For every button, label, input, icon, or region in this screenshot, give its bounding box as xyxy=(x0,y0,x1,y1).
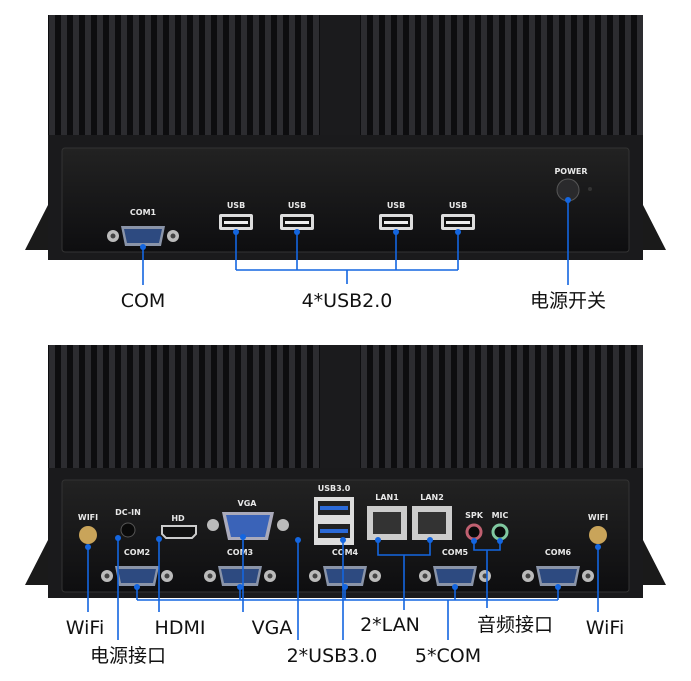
power-label: POWER xyxy=(554,167,587,176)
spk-jack xyxy=(465,523,483,541)
wifi-left-label: WIFI xyxy=(78,513,98,522)
wifi-right-label: WIFI xyxy=(588,513,608,522)
callout-usb3: 2*USB3.0 xyxy=(287,645,378,667)
spk-label: SPK xyxy=(465,511,484,520)
callout-audio: 音频接口 xyxy=(477,614,553,636)
callout-lan: 2*LAN xyxy=(360,614,420,636)
callout-power-switch: 电源开关 xyxy=(530,290,606,312)
com4-label: COM4 xyxy=(332,548,359,557)
wifi-antenna-left xyxy=(79,526,97,544)
hdmi-port xyxy=(161,525,197,539)
usb-port xyxy=(441,214,475,230)
callout-lines xyxy=(85,534,601,640)
usb-port xyxy=(379,214,413,230)
dcin-port xyxy=(120,522,136,538)
callout-lines xyxy=(140,197,571,285)
usb-port xyxy=(219,214,253,230)
com6-label: COM6 xyxy=(545,548,572,557)
com5-label: COM5 xyxy=(442,548,469,557)
usb-label: USB xyxy=(227,201,245,210)
top-device: COM1 USB USB USB USB POWER COM 4*USB2.0 … xyxy=(25,15,666,312)
mic-jack xyxy=(491,523,509,541)
callout-dc-power: 电源接口 xyxy=(90,645,166,667)
vga-label: VGA xyxy=(238,499,258,508)
wifi-antenna-right xyxy=(589,526,607,544)
usb-port xyxy=(280,214,314,230)
hd-label: HD xyxy=(171,514,185,523)
dcin-label: DC-IN xyxy=(115,508,141,517)
lan2-label: LAN2 xyxy=(420,493,444,502)
callout-hdmi: HDMI xyxy=(155,617,206,639)
bottom-device: WIFI DC-IN HD VGA USB3.0 LAN1 LAN2 SPK M… xyxy=(25,345,666,667)
callout-usb2: 4*USB2.0 xyxy=(302,290,393,312)
com2-label: COM2 xyxy=(124,548,150,557)
callout-wifi-left: WiFi xyxy=(66,617,104,639)
front-panel xyxy=(61,147,630,253)
callout-com: 5*COM xyxy=(415,645,481,667)
usb-label: USB xyxy=(288,201,306,210)
com1-label: COM1 xyxy=(130,208,157,217)
callout-vga: VGA xyxy=(252,617,293,639)
vga-port xyxy=(207,512,289,540)
callout-wifi-right: WiFi xyxy=(586,617,624,639)
usb-label: USB xyxy=(387,201,405,210)
callout-com: COM xyxy=(121,290,166,312)
usb3-label: USB3.0 xyxy=(318,484,351,493)
lan1-label: LAN1 xyxy=(375,493,399,502)
usb-label: USB xyxy=(449,201,467,210)
usb3-ports xyxy=(314,497,354,545)
com3-label: COM3 xyxy=(227,548,253,557)
mic-label: MIC xyxy=(492,511,509,520)
